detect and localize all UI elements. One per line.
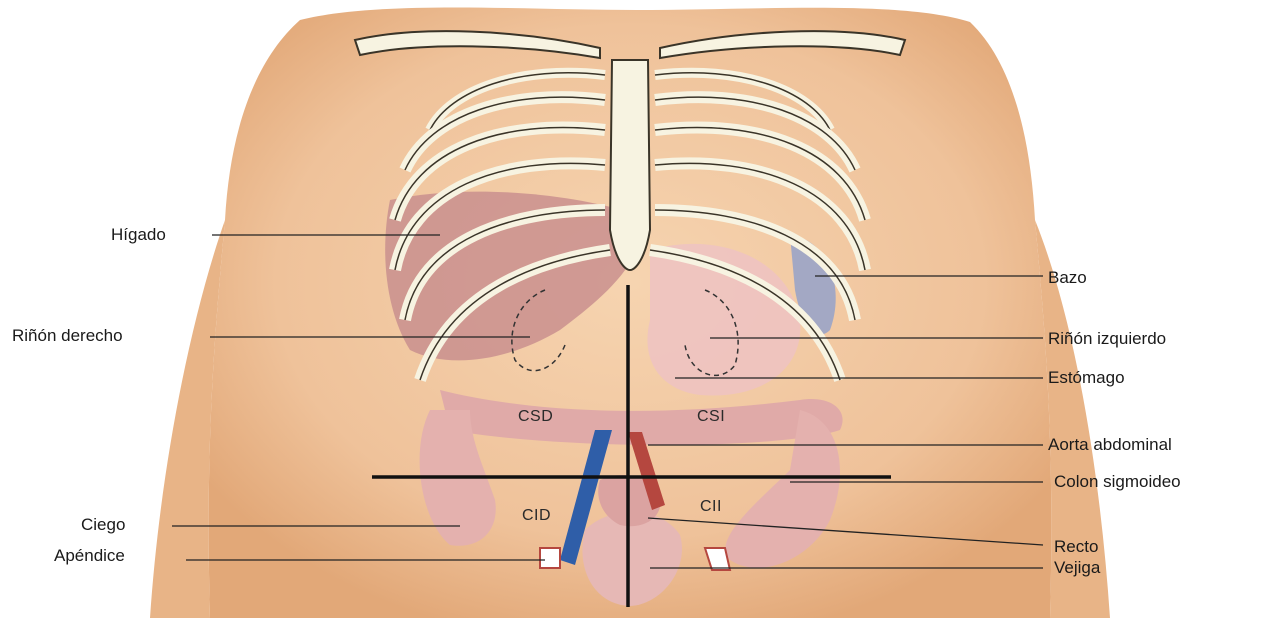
quadrant-csi: CSI <box>697 408 725 426</box>
label-apendice: Apéndice <box>54 546 125 566</box>
label-aorta-abdominal: Aorta abdominal <box>1048 435 1172 455</box>
sternum <box>610 60 650 270</box>
quadrant-cii: CII <box>700 498 722 516</box>
quadrant-cid: CID <box>522 507 551 525</box>
label-colon-sigmoideo: Colon sigmoideo <box>1054 472 1181 492</box>
label-recto: Recto <box>1054 537 1098 557</box>
label-higado: Hígado <box>111 225 166 245</box>
label-vejiga: Vejiga <box>1054 558 1100 578</box>
appendix <box>540 548 560 568</box>
quadrant-csd: CSD <box>518 408 553 426</box>
label-rinon-izquierdo: Riñón izquierdo <box>1048 329 1166 349</box>
label-ciego: Ciego <box>81 515 125 535</box>
label-estomago: Estómago <box>1048 368 1125 388</box>
label-bazo: Bazo <box>1048 268 1087 288</box>
label-rinon-derecho: Riñón derecho <box>12 326 123 346</box>
